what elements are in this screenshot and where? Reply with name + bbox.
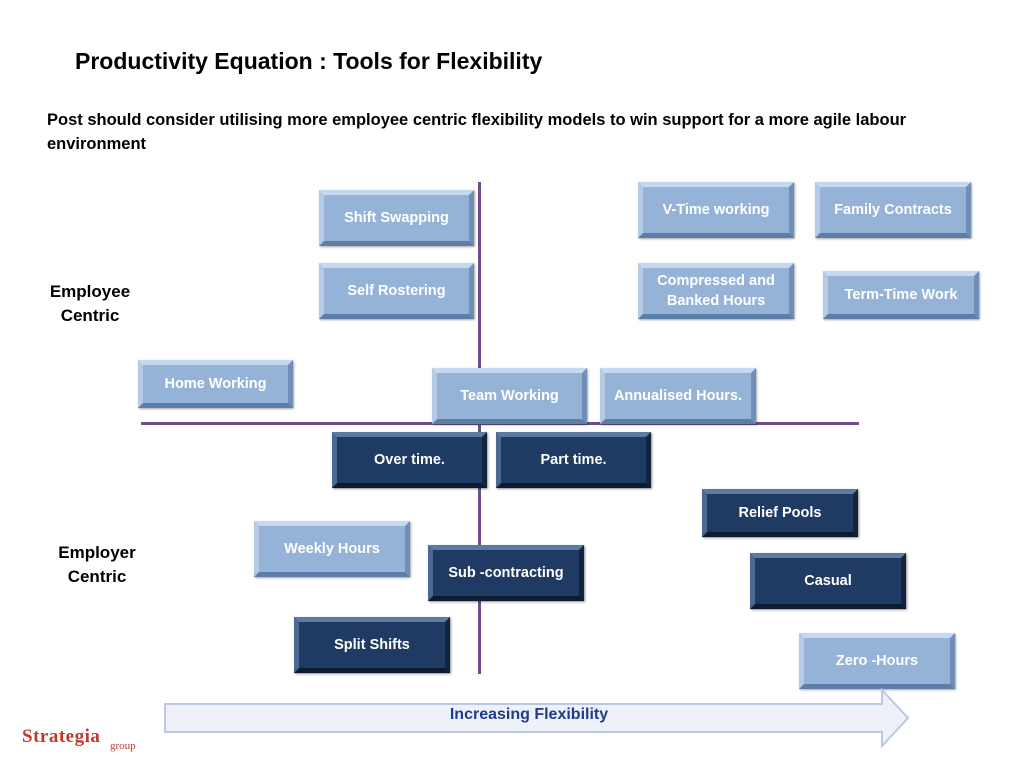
employer-centric-label: Employer Centric <box>47 541 147 589</box>
tile-team-working: Team Working <box>432 368 587 424</box>
tile-casual: Casual <box>750 553 906 609</box>
increasing-flexibility-arrow <box>164 688 910 748</box>
tile-home-working: Home Working <box>138 360 293 408</box>
tile-annualised-hours: Annualised Hours. <box>600 368 756 424</box>
tile-relief-pools: Relief Pools <box>702 489 858 537</box>
tile-sub-contracting: Sub -contracting <box>428 545 584 601</box>
employee-centric-label: Employee Centric <box>40 280 140 328</box>
employer-label-line1: Employer <box>58 543 136 562</box>
vertical-axis-line <box>478 182 481 674</box>
page-title: Productivity Equation : Tools for Flexib… <box>75 48 543 74</box>
arrow-label: Increasing Flexibility <box>449 706 609 723</box>
tile-compressed-banked-hours: Compressed and Banked Hours <box>638 263 794 319</box>
tile-compressed-line2: Banked Hours <box>666 293 766 309</box>
tile-part-time: Part time. <box>496 432 651 488</box>
tile-self-rostering: Self Rostering <box>319 263 474 319</box>
tile-zero-hours: Zero -Hours <box>799 633 955 689</box>
tile-term-time-work: Term-Time Work <box>823 271 979 319</box>
strategia-logo: Strategia group <box>22 726 136 752</box>
tile-family-contracts: Family Contracts <box>815 182 971 238</box>
page-subtitle: Post should consider utilising more empl… <box>47 111 907 153</box>
logo-sub-text: group <box>110 740 136 752</box>
tile-shift-swapping: Shift Swapping <box>319 190 474 246</box>
logo-main-text: Strategia <box>22 726 101 747</box>
tile-split-shifts: Split Shifts <box>294 617 450 673</box>
tile-weekly-hours: Weekly Hours <box>254 521 410 577</box>
tile-v-time-working: V-Time working <box>638 182 794 238</box>
employee-label-line1: Employee <box>49 282 131 301</box>
employee-label-line2: Centric <box>60 306 120 325</box>
employer-label-line2: Centric <box>67 567 127 586</box>
tile-over-time: Over time. <box>332 432 487 488</box>
tile-compressed-line1: Compressed and <box>657 273 775 289</box>
